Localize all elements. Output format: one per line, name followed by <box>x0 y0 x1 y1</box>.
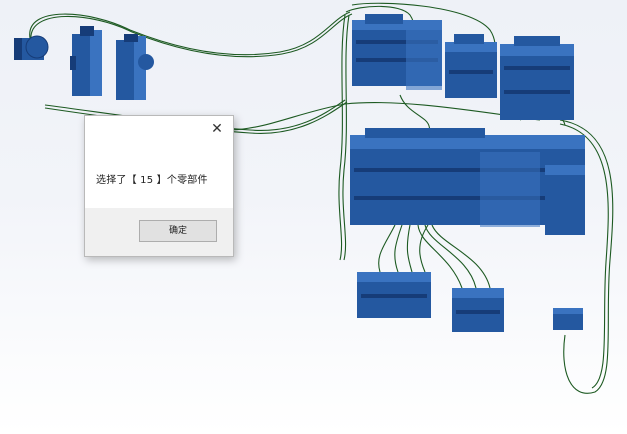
ok-button[interactable]: 确定 <box>139 220 217 242</box>
wire-right-loop <box>559 119 614 394</box>
wire-drop-2 <box>394 224 403 273</box>
wire-vertical-left-2 <box>342 14 350 261</box>
wire-harness[interactable] <box>29 2 614 394</box>
selection-message-dialog: ✕ 选择了【 15 】个零部件 确定 <box>84 115 234 257</box>
component-contactor-large[interactable] <box>500 36 574 120</box>
wire-drop-3 <box>406 224 413 273</box>
component-relay-1[interactable] <box>70 26 102 96</box>
component-left-breaker[interactable] <box>14 35 49 60</box>
wire-bus-top <box>44 99 346 131</box>
wire-drop-6 <box>431 224 491 289</box>
component-relay-2[interactable] <box>116 34 154 100</box>
component-bottom-module-1[interactable] <box>357 272 431 318</box>
wire-drop-1 <box>378 224 396 273</box>
dialog-message: 选择了【 15 】个零部件 <box>96 175 208 186</box>
wire-left-loop-2 <box>30 13 353 58</box>
wire-drop-5 <box>424 224 477 289</box>
close-icon[interactable]: ✕ <box>211 121 223 137</box>
wire-vertical-left <box>338 14 346 261</box>
wire-left-loop <box>29 11 351 56</box>
component-main-terminal-strip[interactable] <box>350 128 585 235</box>
wire-drop-7 <box>419 224 429 273</box>
wire-bus-mid <box>231 102 541 131</box>
wire-right-loop-2 <box>559 123 609 389</box>
wire-drop-4 <box>417 224 463 289</box>
component-contactor-small[interactable] <box>445 34 497 98</box>
component-small-connector[interactable] <box>553 308 583 330</box>
dialog-body: ✕ 选择了【 15 】个零部件 <box>85 116 233 208</box>
component-terminal-block-top[interactable] <box>352 14 442 90</box>
components[interactable] <box>14 14 585 332</box>
dialog-footer: 确定 <box>85 208 233 256</box>
component-bottom-module-2[interactable] <box>452 288 504 332</box>
